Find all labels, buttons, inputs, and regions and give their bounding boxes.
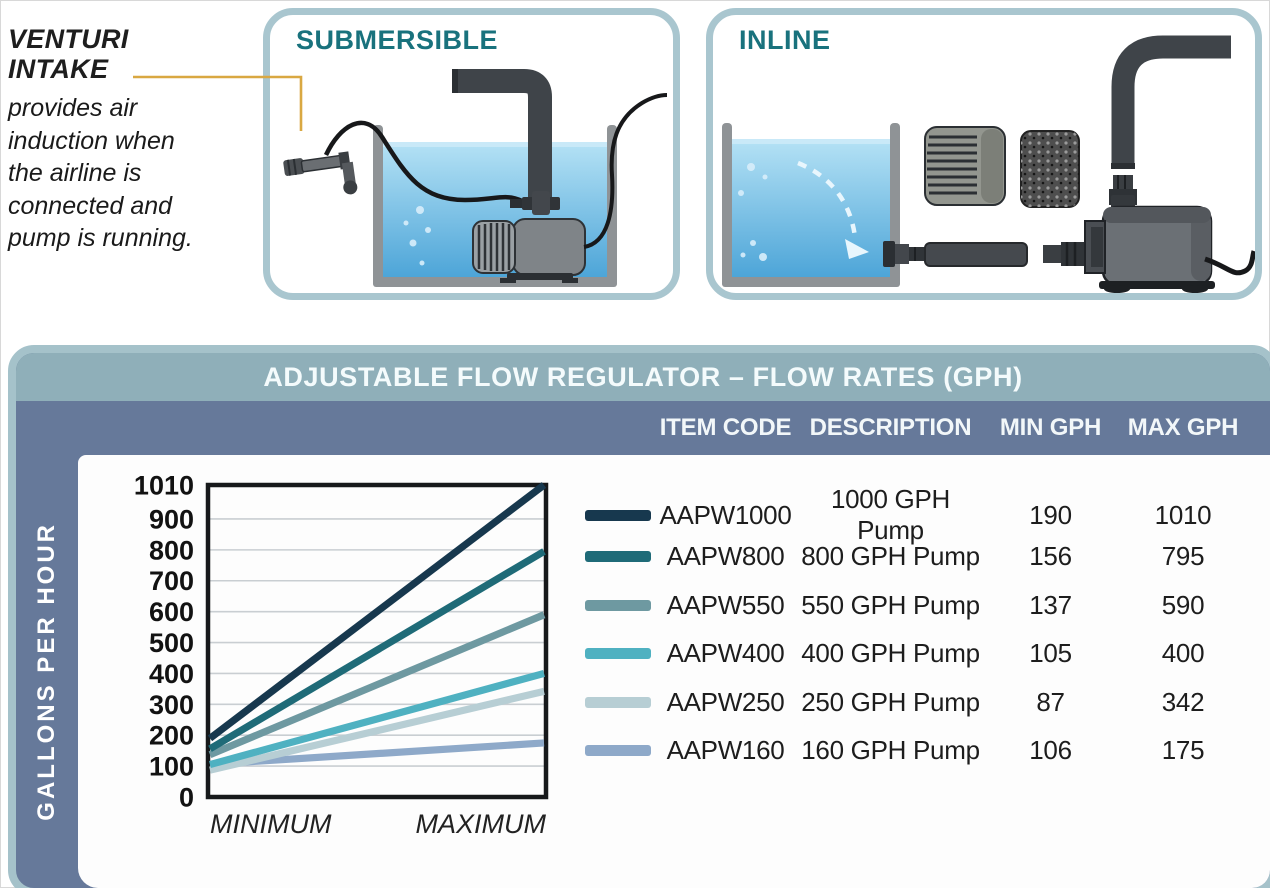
bubbles: [403, 206, 431, 266]
series-color-swatch: [585, 599, 651, 611]
item-code: AAPW250: [666, 686, 785, 717]
venturi-note-body: provides air induction when the airline …: [8, 94, 193, 253]
flow-rate-table: AAPW1000 1000 GPH Pump 190 1010 AAPW800 …: [583, 484, 1248, 775]
description: 250 GPH Pump: [801, 686, 980, 717]
pump: [472, 218, 586, 283]
bubbles: [738, 163, 768, 261]
item-code: AAPW550: [666, 589, 785, 620]
table-row: AAPW160 160 GPH Pump 106 175: [583, 727, 1248, 776]
min-gph: 87: [1036, 686, 1065, 717]
series-color-swatch: [585, 648, 651, 660]
table-row: AAPW400 400 GPH Pump 105 400: [583, 630, 1248, 679]
svg-text:900: 900: [149, 504, 194, 534]
item-code: AAPW800: [666, 541, 785, 572]
item-code: AAPW400: [666, 638, 785, 669]
series-color-swatch: [585, 509, 651, 521]
series-color-swatch: [585, 745, 651, 757]
pump: [1084, 195, 1215, 293]
svg-text:1010: 1010: [134, 470, 194, 500]
svg-text:700: 700: [149, 566, 194, 596]
power-cord: [1204, 250, 1255, 276]
tank: [722, 123, 900, 287]
min-gph: 105: [1029, 638, 1072, 669]
max-gph: 400: [1161, 638, 1205, 669]
svg-text:200: 200: [149, 721, 194, 751]
item-code: AAPW160: [666, 735, 785, 766]
power-cord: [583, 93, 668, 249]
table-row: AAPW250 250 GPH Pump 87 342: [583, 678, 1248, 727]
svg-text:MINIMUM: MINIMUM: [210, 809, 332, 839]
series-color-swatch: [585, 696, 651, 708]
description: 1000 GPH Pump: [830, 484, 950, 545]
valve-fitting: [510, 191, 560, 215]
y-axis-label-strip: GALLONS PER HOUR: [16, 455, 78, 888]
flow-arrow: [797, 160, 869, 259]
svg-text:0: 0: [179, 782, 194, 812]
min-gph: 106: [1029, 735, 1072, 766]
flow-rates-panel: ADJUSTABLE FLOW REGULATOR – FLOW RATES (…: [8, 345, 1270, 888]
svg-text:800: 800: [149, 535, 194, 565]
max-gph: 1010: [1154, 499, 1212, 530]
venturi-note-title: VENTURI INTAKE: [8, 24, 213, 84]
table-header-row: ITEM CODE DESCRIPTION MIN GPH MAX GPH: [583, 405, 1248, 451]
outlet-pipe: [452, 69, 552, 197]
col-item-code: ITEM CODE: [659, 414, 792, 441]
col-description: DESCRIPTION: [809, 414, 972, 441]
strainer-cap: [924, 126, 1006, 206]
max-gph: 175: [1161, 735, 1205, 766]
svg-text:300: 300: [149, 690, 194, 720]
table-row: AAPW1000 1000 GPH Pump 190 1010: [583, 484, 1248, 545]
min-gph: 156: [1029, 541, 1072, 572]
outlet-elbow-pipe: [1111, 35, 1231, 169]
svg-text:400: 400: [149, 659, 194, 689]
table-row: AAPW550 550 GPH Pump 137 590: [583, 581, 1248, 630]
svg-text:100: 100: [149, 752, 194, 782]
connector-pipe: [924, 242, 1028, 267]
y-axis-label: GALLONS PER HOUR: [33, 522, 60, 821]
max-gph: 590: [1161, 589, 1205, 620]
description: 400 GPH Pump: [801, 638, 980, 669]
inline-card: INLINE: [706, 8, 1262, 300]
series-color-swatch: [585, 551, 651, 563]
table-row: AAPW800 800 GPH Pump 156 795: [583, 533, 1248, 582]
submersible-title: SUBMERSIBLE: [296, 25, 499, 55]
svg-text:500: 500: [149, 628, 194, 658]
panel-title: ADJUSTABLE FLOW REGULATOR – FLOW RATES (…: [16, 353, 1270, 401]
description: 550 GPH Pump: [801, 589, 980, 620]
description: 800 GPH Pump: [801, 541, 980, 572]
item-code: AAPW1000: [659, 499, 792, 530]
min-gph: 137: [1029, 589, 1072, 620]
inline-illustration: [722, 35, 1255, 293]
submersible-card: SUBMERSIBLE: [263, 8, 680, 300]
venturi-note: VENTURI INTAKE provides air induction wh…: [8, 24, 213, 255]
max-gph: 795: [1161, 541, 1205, 572]
venturi-word-2: INTAKE: [8, 54, 109, 85]
venturi-intake-fitting: [283, 151, 358, 195]
svg-text:MAXIMUM: MAXIMUM: [416, 809, 547, 839]
svg-text:600: 600: [149, 597, 194, 627]
description: 160 GPH Pump: [801, 735, 980, 766]
inline-title: INLINE: [739, 25, 831, 55]
venturi-word-1: VENTURI: [8, 24, 129, 54]
foam-filter: [1020, 130, 1080, 208]
submersible-illustration: [283, 69, 668, 287]
bulkhead-fitting: [883, 241, 925, 267]
min-gph: 190: [1029, 499, 1072, 530]
max-gph: 342: [1161, 686, 1205, 717]
col-max-gph: MAX GPH: [1127, 414, 1239, 441]
intake-barb-fitting: [1043, 242, 1085, 266]
col-min-gph: MIN GPH: [999, 414, 1102, 441]
airline-hose: [323, 120, 523, 204]
